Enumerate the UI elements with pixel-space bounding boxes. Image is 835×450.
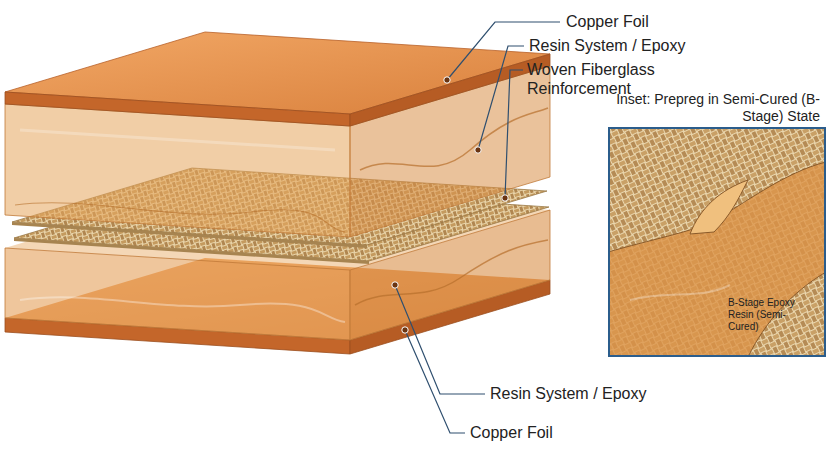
part-label: Resin System / Epoxy xyxy=(529,36,686,55)
part-label: Woven Fiberglass Reinforcement xyxy=(527,60,667,98)
resin-annotation: B-Stage Epoxy Resin (Semi-Cured) xyxy=(728,297,808,333)
inset-heading: Inset: Prepreg in Semi-Cured (B-Stage) S… xyxy=(614,91,820,125)
inset-artwork xyxy=(608,127,826,357)
part-label: Copper Foil xyxy=(566,12,649,31)
part-label: Copper Foil xyxy=(470,423,553,442)
top-copper-foil xyxy=(5,32,550,126)
leader-dots xyxy=(392,77,508,333)
inset-box: Inset: Prepreg in Semi-Cured (B-Stage) S… xyxy=(608,127,826,357)
part-label: Resin System / Epoxy xyxy=(490,384,647,403)
